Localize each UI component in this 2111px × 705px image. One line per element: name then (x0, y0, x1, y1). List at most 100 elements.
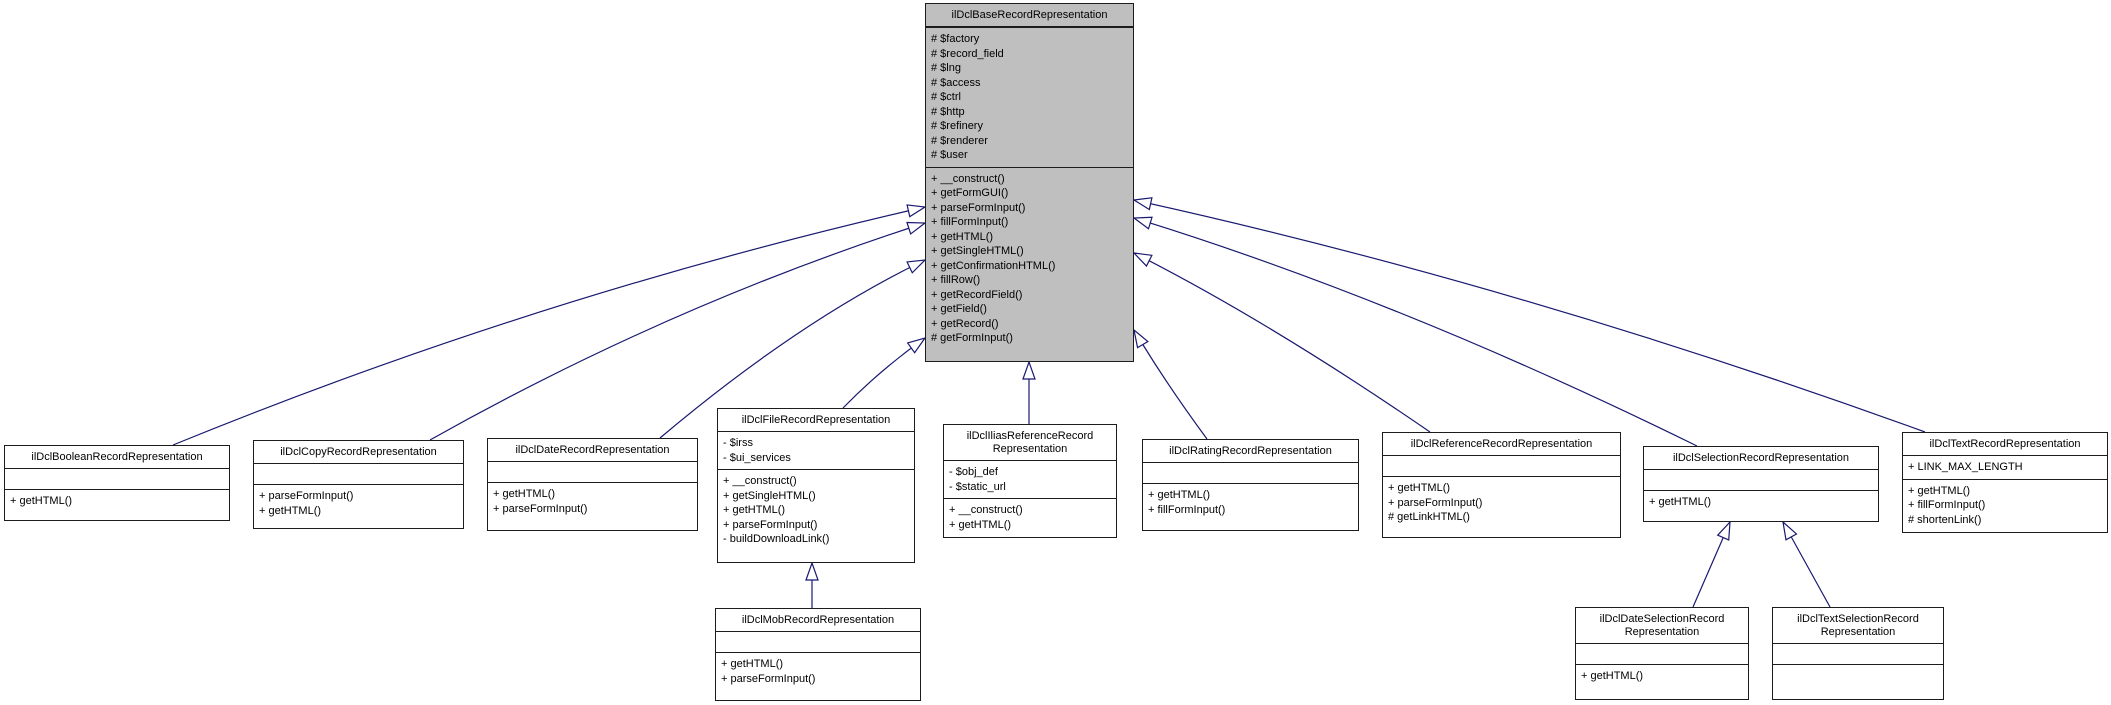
class-methods: + getHTML() (5, 490, 229, 520)
class-member: + getRecord() (931, 317, 999, 330)
class-box-rating-record-representation[interactable]: ilDclRatingRecordRepresentation + getHTM… (1142, 439, 1359, 531)
class-member: + parseFormInput() (259, 490, 354, 502)
class-box-base-record-representation[interactable]: ilDclBaseRecordRepresentation # $factory… (925, 3, 1134, 362)
class-member: + getHTML() (10, 495, 73, 507)
class-member: + getHTML() (493, 488, 556, 500)
edge-textselection-to-selection (1782, 520, 1831, 608)
class-member: # $lng (931, 62, 961, 74)
edge-rating-to-base (1133, 328, 1208, 440)
class-member: + __construct() (723, 475, 797, 487)
class-title: ilDclSelectionRecordRepresentation (1644, 447, 1878, 470)
class-member: + getHTML() (1388, 482, 1451, 494)
class-member: + getHTML() (723, 504, 786, 516)
class-attributes (1383, 456, 1620, 477)
class-attributes (1773, 644, 1943, 665)
class-member: + getSingleHTML() (931, 245, 1024, 257)
edge-text-to-base (1132, 197, 1926, 433)
class-attributes: - $irss- $ui_services (718, 432, 914, 470)
class-member: + getConfirmationHTML() (931, 259, 1056, 272)
class-member: + getFormGUI() (931, 187, 1009, 199)
class-box-reference-record-representation[interactable]: ilDclReferenceRecordRepresentation + get… (1382, 432, 1621, 538)
edge-file-to-base (842, 336, 927, 409)
class-member: + getSingleHTML() (723, 489, 816, 502)
class-member: + parseFormInput() (721, 672, 816, 685)
edge-reference-to-base (1132, 252, 1431, 433)
class-methods: + parseFormInput() + getHTML() (254, 485, 463, 528)
class-title: ilDclDateRecordRepresentation (488, 439, 697, 462)
class-member: # $user (931, 149, 968, 161)
class-box-copy-record-representation[interactable]: ilDclCopyRecordRepresentation + parseFor… (253, 440, 464, 529)
class-member: + getHTML() (949, 518, 1012, 531)
class-title: ilDclFileRecordRepresentation (718, 409, 914, 432)
class-member: + getHTML() (1581, 670, 1644, 682)
class-attributes: + LINK_MAX_LENGTH (1903, 456, 2107, 480)
class-attributes: # $factory# $record_field# $lng# $access… (926, 28, 1133, 168)
class-methods: + __construct() + getSingleHTML() + getHTM… (718, 470, 914, 562)
class-member: # $record_field (931, 47, 1004, 60)
class-member: - $irss (723, 437, 753, 449)
class-member: # $renderer (931, 134, 988, 147)
edge-dateselection-to-selection (1692, 520, 1731, 608)
edge-copy-to-base (429, 221, 927, 441)
class-member: + getRecordField() (931, 288, 1023, 301)
class-methods: + getHTML() (1644, 491, 1878, 521)
class-methods: + getHTML() (1576, 665, 1748, 699)
class-member: # $http (931, 105, 965, 118)
class-member: - $obj_def (949, 466, 998, 478)
class-title: ilDclTextRecordRepresentation (1903, 433, 2107, 456)
class-member: + getHTML() (259, 504, 322, 517)
class-member: + getHTML() (1908, 484, 1971, 497)
class-title: ilDclRatingRecordRepresentation (1143, 440, 1358, 463)
class-member: # getLinkHTML() (1388, 511, 1470, 523)
edge-boolean-to-base (172, 204, 927, 446)
class-methods: + getHTML() + parseFormInput() (716, 653, 920, 700)
class-member: + getHTML() (721, 658, 784, 670)
class-attributes (254, 464, 463, 485)
class-member: + fillFormInput() (1148, 503, 1226, 516)
class-member: + getHTML() (931, 230, 994, 243)
class-member: # $access (931, 76, 981, 89)
class-member: # $refinery (931, 120, 983, 132)
edge-selection-to-base (1132, 216, 1698, 447)
class-member: - $static_url (949, 480, 1006, 493)
class-attributes (5, 469, 229, 490)
class-member: + __construct() (931, 172, 1005, 185)
class-box-file-record-representation[interactable]: ilDclFileRecordRepresentation - $irss- $… (717, 408, 915, 563)
class-methods: + getHTML() + parseFormInput() (488, 483, 697, 530)
class-member: + parseFormInput() (1388, 496, 1483, 509)
class-member: + getHTML() (1148, 489, 1211, 501)
class-member: + __construct() (949, 504, 1023, 516)
class-box-boolean-record-representation[interactable]: ilDclBooleanRecordRepresentation + getHT… (4, 445, 230, 521)
class-title: ilDclBooleanRecordRepresentation (5, 446, 229, 469)
class-methods: + getHTML() + parseFormInput() # getLinkHT… (1383, 477, 1620, 537)
class-member: + parseFormInput() (493, 502, 588, 515)
class-attributes (1143, 463, 1358, 484)
class-methods: + __construct() + getHTML() (944, 499, 1116, 537)
class-box-mob-record-representation[interactable]: ilDclMobRecordRepresentation + getHTML()… (715, 608, 921, 701)
class-box-selection-record-representation[interactable]: ilDclSelectionRecordRepresentation + get… (1643, 446, 1879, 522)
class-title: ilDclMobRecordRepresentation (716, 609, 920, 632)
class-member: - buildDownloadLink() (723, 533, 830, 545)
class-attributes (716, 632, 920, 653)
class-member: + LINK_MAX_LENGTH (1908, 461, 2023, 473)
class-box-text-record-representation[interactable]: ilDclTextRecordRepresentation + LINK_MAX… (1902, 432, 2108, 533)
class-member: # getFormInput() (931, 332, 1013, 344)
class-attributes (1576, 644, 1748, 665)
class-methods (1773, 665, 1943, 699)
class-member: + fillFormInput() (931, 216, 1009, 228)
class-box-date-record-representation[interactable]: ilDclDateRecordRepresentation + getHTML(… (487, 438, 698, 531)
class-title: ilDclCopyRecordRepresentation (254, 441, 463, 464)
class-attributes (1644, 470, 1878, 491)
class-member: + getField() (931, 303, 987, 315)
class-member: # $ctrl (931, 91, 961, 103)
class-methods: + getHTML()+ fillFormInput()# shortenLin… (1903, 480, 2107, 533)
class-member: + getHTML() (1649, 496, 1712, 508)
class-title: ilDclBaseRecordRepresentation (926, 4, 1133, 28)
